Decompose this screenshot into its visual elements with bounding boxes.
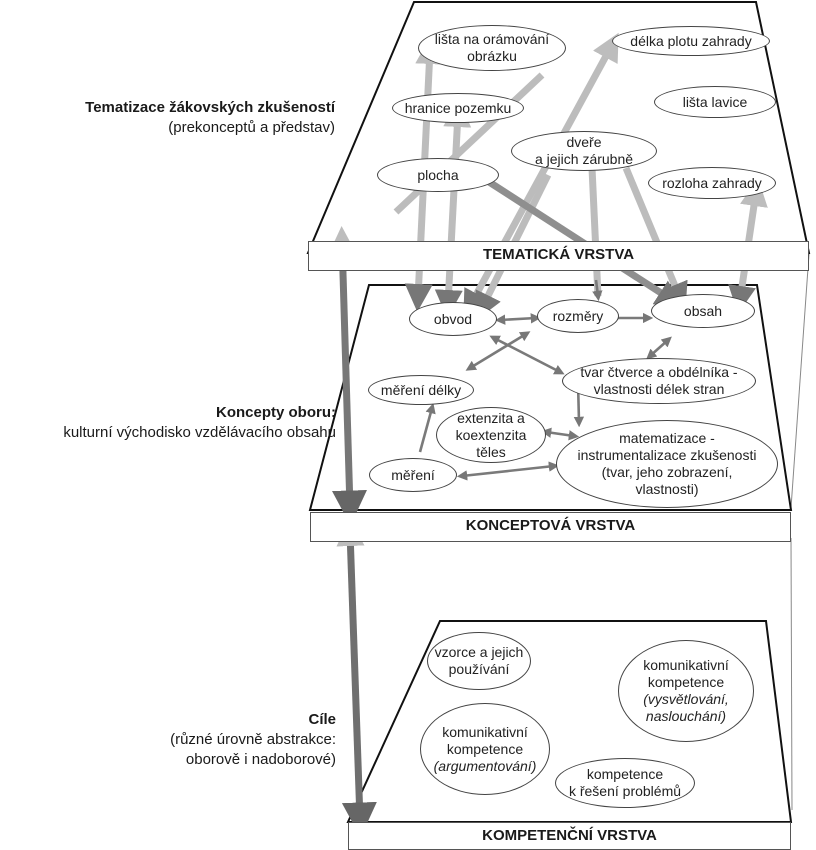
node-tvar: tvar čtverce a obdélníka -vlastnosti dél… <box>562 358 756 404</box>
node-text: plocha <box>417 166 459 183</box>
node-obsah: obsah <box>651 294 755 328</box>
side-label-goals: Cíle (různé úrovně abstrakce: oborově i … <box>60 710 336 770</box>
node-text: (argumentování) <box>433 757 537 774</box>
side-label-goals-line2: oborově i nadoborové) <box>185 751 336 768</box>
node-text: instrumentalizace zkušenosti <box>577 447 757 463</box>
node-text: délka plotu zahrady <box>630 32 752 49</box>
node-text: k řešení problémů <box>568 783 682 799</box>
node-text: obrázku <box>467 48 517 64</box>
node-text: těles <box>476 443 506 460</box>
node-rozloha-zahrady: rozloha zahrady <box>648 167 776 199</box>
node-text: hranice pozemku <box>404 99 512 116</box>
vertical-arrow-bottom <box>336 518 377 838</box>
node-text: používání <box>448 661 510 677</box>
vertical-arrow-top <box>328 226 367 526</box>
side-label-goals-line1: (různé úrovně abstrakce: <box>170 731 336 748</box>
node-plocha: plocha <box>377 158 499 192</box>
node-text: lišta na orámování <box>434 31 550 47</box>
node-mereni: měření <box>369 458 457 492</box>
node-text: naslouchání) <box>645 708 727 724</box>
node-lista-lavice: lišta lavice <box>654 86 776 118</box>
node-text: komunikativní <box>643 657 729 673</box>
node-text: tvar čtverce a obdélníka - <box>580 364 738 380</box>
node-text: vlastnosti) <box>635 481 699 497</box>
layer-label-competence: KOMPETENČNÍ VRSTVA <box>348 822 791 850</box>
node-mereni-delky: měření délky <box>368 375 474 405</box>
node-text: kompetence <box>446 740 524 757</box>
side-label-thematic-subtitle: (prekonceptů a představ) <box>168 119 335 136</box>
node-text: rozměry <box>552 307 604 324</box>
node-text: vlastnosti délek stran <box>593 381 725 397</box>
node-text: obsah <box>683 302 723 319</box>
node-text: (vysvětlování, <box>643 691 729 707</box>
side-label-goals-title: Cíle <box>308 711 336 728</box>
node-text: kompetence <box>647 674 725 690</box>
node-text: matematizace - <box>619 430 715 446</box>
node-text: kompetence <box>586 766 664 782</box>
node-text: koextenzita <box>455 426 527 443</box>
node-text: a jejich zárubně <box>534 151 634 167</box>
node-text: extenzita a <box>457 409 525 426</box>
node-hranice-pozemku: hranice pozemku <box>392 93 524 123</box>
node-text: komunikativní <box>442 723 528 740</box>
side-label-concepts-subtitle: kulturní východisko vzdělávacího obsahu <box>63 424 336 441</box>
side-label-thematic: Tematizace žákovských zkušeností (prekon… <box>10 98 335 138</box>
node-text: měření <box>391 466 435 483</box>
node-text: dveře <box>566 134 602 150</box>
node-text: obvod <box>433 310 473 327</box>
layer-label-thematic: TEMATICKÁ VRSTVA <box>308 241 809 271</box>
node-text: lišta lavice <box>682 93 748 110</box>
node-text: rozloha zahrady <box>662 174 762 191</box>
layer-label-concept: KONCEPTOVÁ VRSTVA <box>310 512 791 542</box>
node-obvod: obvod <box>409 302 497 336</box>
side-label-thematic-title: Tematizace žákovských zkušeností <box>85 99 335 116</box>
side-label-concepts-title: Koncepty oboru: <box>216 404 336 421</box>
node-text: vzorce a jejich <box>434 644 524 660</box>
node-rozmery: rozměry <box>537 299 619 333</box>
node-delka-plotu: délka plotu zahrady <box>612 26 770 56</box>
node-text: měření délky <box>380 381 462 398</box>
node-matematizace: matematizace -instrumentalizace zkušenos… <box>556 420 778 508</box>
side-label-concepts: Koncepty oboru: kulturní východisko vzdě… <box>0 403 336 443</box>
node-text: (tvar, jeho zobrazení, <box>601 464 733 480</box>
